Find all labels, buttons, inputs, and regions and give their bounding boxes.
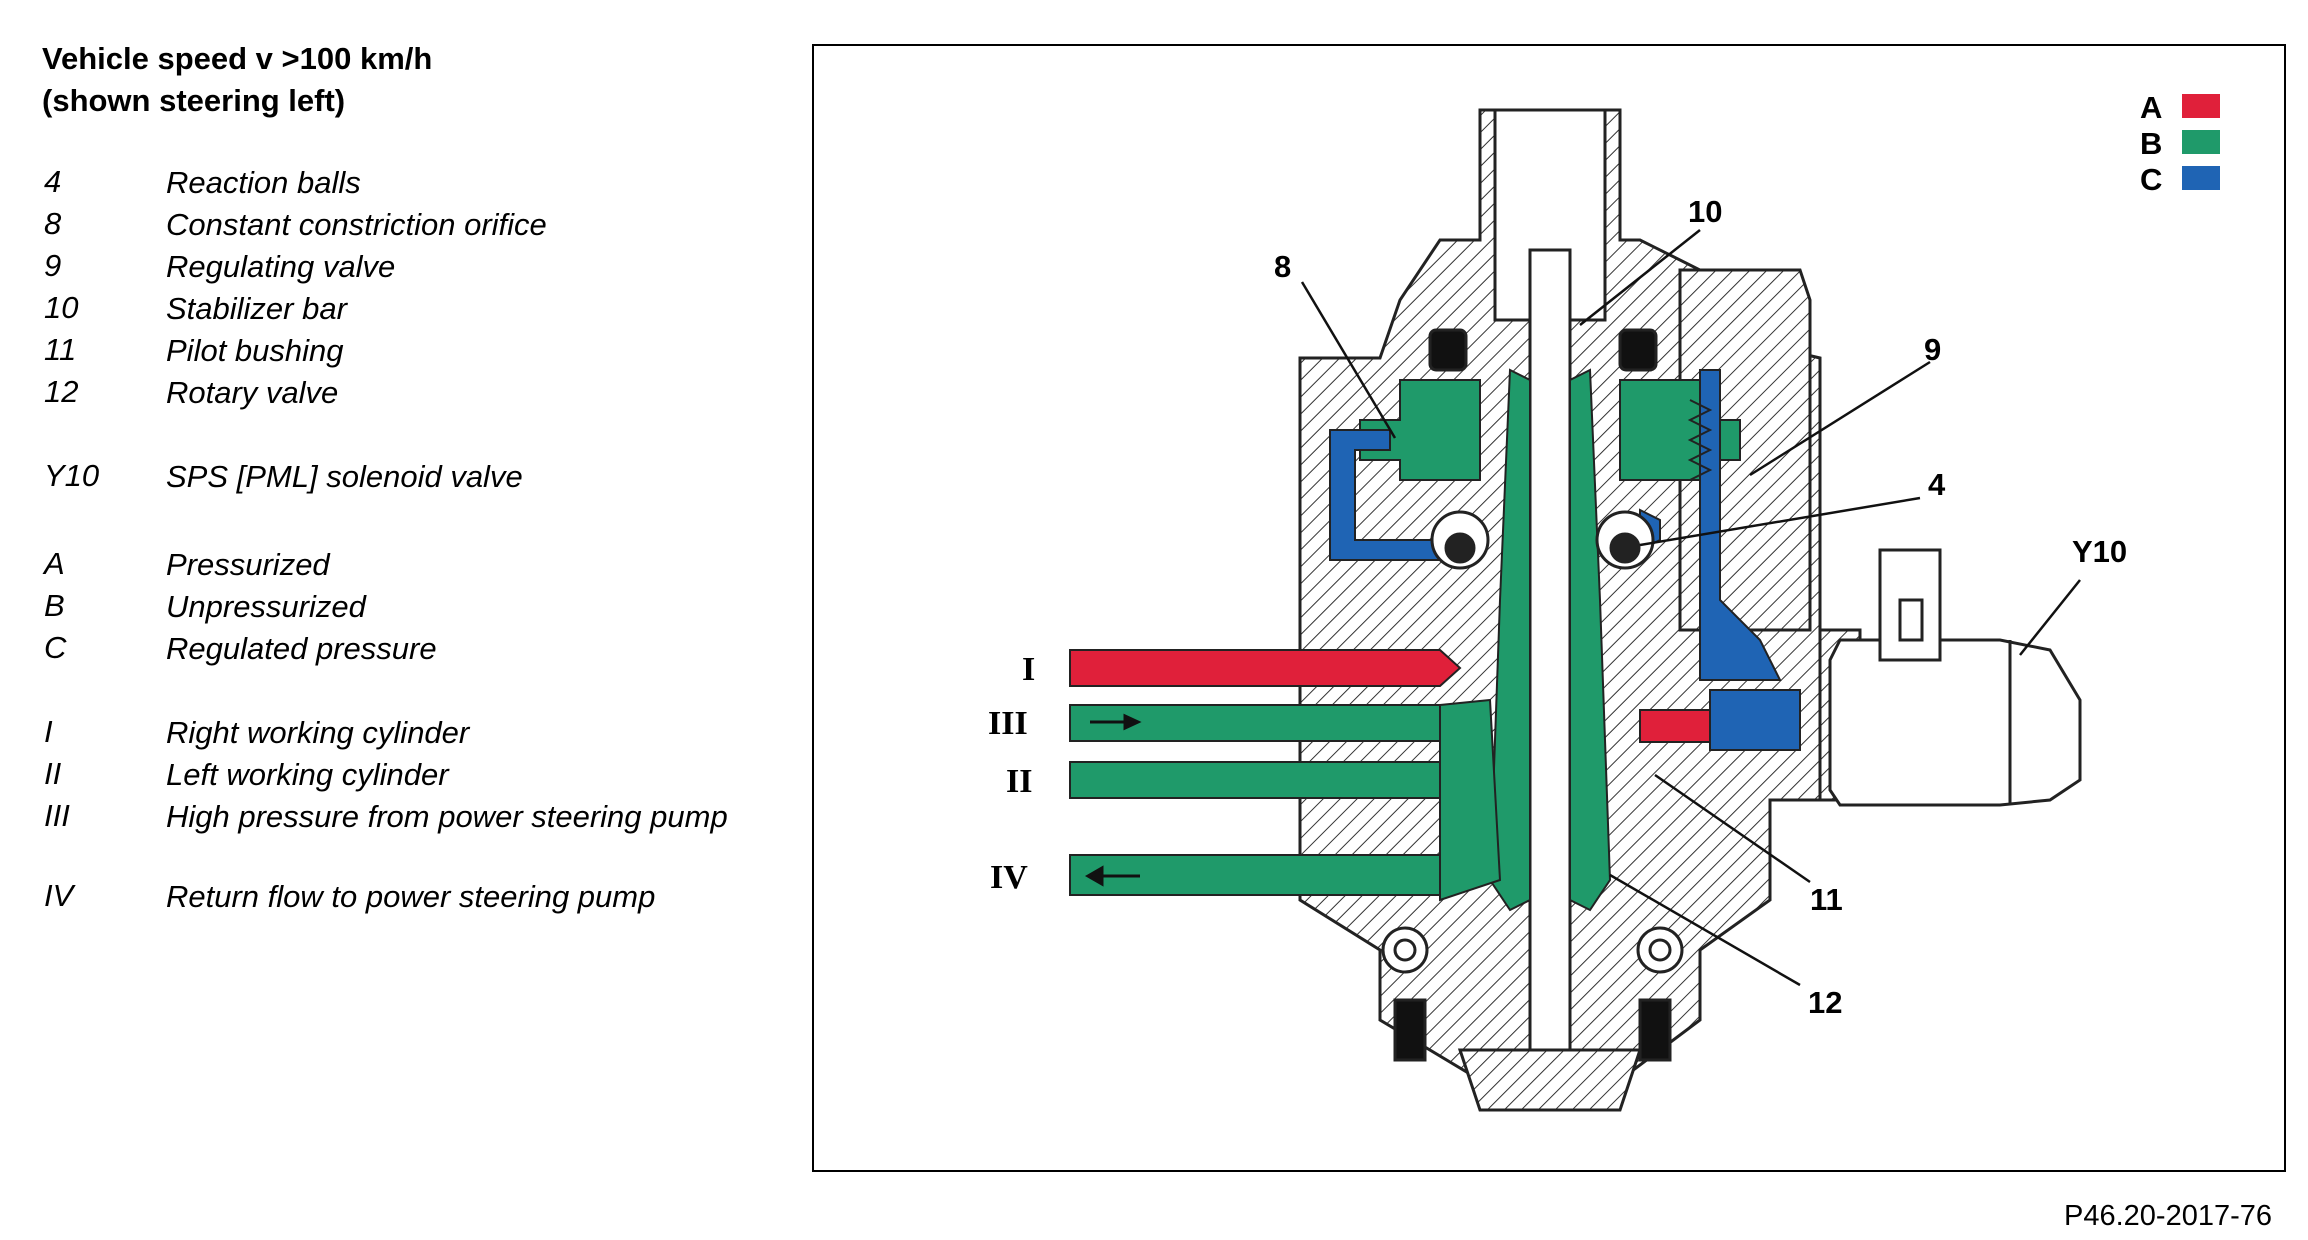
- callout-label-10: 10: [1688, 194, 1722, 229]
- port-label-iv: IV: [990, 859, 1028, 896]
- legend-desc: Constant constriction orifice: [166, 207, 547, 242]
- callout-label-11: 11: [1810, 882, 1843, 917]
- legend-code: 11: [44, 332, 77, 367]
- legend-desc: Reaction balls: [166, 165, 361, 200]
- callout-leaders: [1300, 229, 2081, 987]
- legend-item: 12 Rotary valve: [44, 374, 744, 416]
- callout-label-y10: Y10: [2072, 534, 2127, 569]
- regulating-valve-spring: [1687, 399, 1713, 481]
- heading: Vehicle speed v >100 km/h (shown steerin…: [42, 38, 432, 122]
- legend-code: II: [44, 756, 62, 791]
- port-labels: I III II IV: [988, 651, 1035, 896]
- callout-label-12: 12: [1808, 985, 1842, 1020]
- stabilizer-bar-shaft: [1457, 108, 1643, 1112]
- legend-code: B: [44, 588, 65, 623]
- bearings: [1381, 328, 1684, 1062]
- heading-line-1: Vehicle speed v >100 km/h: [42, 41, 433, 76]
- legend-code: 9: [44, 248, 62, 283]
- legend-desc: Regulated pressure: [166, 631, 437, 666]
- diagram-frame: [812, 44, 2286, 1172]
- heading-line-2: (shown steering left): [42, 83, 346, 118]
- legend-desc: High pressure from power steering pump: [166, 799, 728, 834]
- legend-code: 4: [44, 164, 62, 199]
- port-label-ii: II: [1006, 763, 1032, 800]
- callout-label-4: 4: [1928, 467, 1946, 502]
- legend-desc: Rotary valve: [166, 375, 339, 410]
- legend-item: C Regulated pressure: [44, 630, 744, 672]
- legend-code: 10: [44, 290, 79, 325]
- legend-item: 10 Stabilizer bar: [44, 290, 744, 332]
- flow-arrows: [1084, 713, 1142, 887]
- legend-code: 12: [44, 374, 79, 409]
- legend-desc: Unpressurized: [166, 589, 366, 624]
- legend-code: Y10: [44, 458, 100, 493]
- legend-desc: Regulating valve: [166, 249, 396, 284]
- legend-item: 9 Regulating valve: [44, 248, 744, 290]
- legend-item: II Left working cylinder: [44, 756, 744, 798]
- legend-desc: Left working cylinder: [166, 757, 449, 792]
- legend-item: III High pressure from power steering pum…: [44, 798, 744, 840]
- callout-label-8: 8: [1274, 249, 1291, 284]
- legend-item: I Right working cylinder: [44, 714, 744, 756]
- legend-code: I: [44, 714, 53, 749]
- regulated-pressure-channels: [1329, 369, 1801, 751]
- solenoid-valve-y10: [1828, 548, 2082, 807]
- unpressurized-channels: [1069, 368, 1741, 912]
- callout-labels: 8 10 9 4 Y10 11 12: [1274, 194, 2127, 1020]
- legend-desc: Right working cylinder: [166, 715, 470, 750]
- reaction-balls: [1430, 510, 1655, 570]
- legend-item: A Pressurized: [44, 546, 744, 588]
- legend-desc: Return flow to power steering pump: [166, 879, 656, 914]
- pressurized-channel: [1069, 649, 1711, 743]
- color-key-label-c: C: [2140, 162, 2162, 197]
- color-key-label-b: B: [2140, 126, 2162, 161]
- color-key-label-a: A: [2140, 90, 2162, 125]
- legend-desc: Pilot bushing: [166, 333, 344, 368]
- legend-item: Y10 SPS [PML] solenoid valve: [44, 458, 744, 500]
- legend-desc: Pressurized: [166, 547, 330, 582]
- legend-code: A: [44, 546, 65, 581]
- color-key-swatch-b: [2182, 130, 2220, 154]
- port-label-i: I: [1022, 651, 1035, 688]
- legend-item: 4 Reaction balls: [44, 164, 744, 206]
- color-key-swatch-c: [2182, 166, 2220, 190]
- legend-desc: SPS [PML] solenoid valve: [166, 459, 523, 494]
- legend-item: B Unpressurized: [44, 588, 744, 630]
- legend-code: C: [44, 630, 67, 665]
- legend-code: IV: [44, 878, 74, 913]
- color-key-swatch-a: [2182, 94, 2220, 118]
- legend-desc: Stabilizer bar: [166, 291, 347, 326]
- legend-code: 8: [44, 206, 62, 241]
- port-label-iii: III: [988, 705, 1028, 742]
- legend-item: 11 Pilot bushing: [44, 332, 744, 374]
- color-key: A B C: [2140, 90, 2220, 197]
- callout-label-9: 9: [1924, 332, 1941, 367]
- legend-code: III: [44, 798, 70, 833]
- figure-reference: P46.20-2017-76: [2064, 1200, 2272, 1232]
- legend-item: 8 Constant constriction orifice: [44, 206, 744, 248]
- legend-item: IV Return flow to power steering pump: [44, 878, 744, 920]
